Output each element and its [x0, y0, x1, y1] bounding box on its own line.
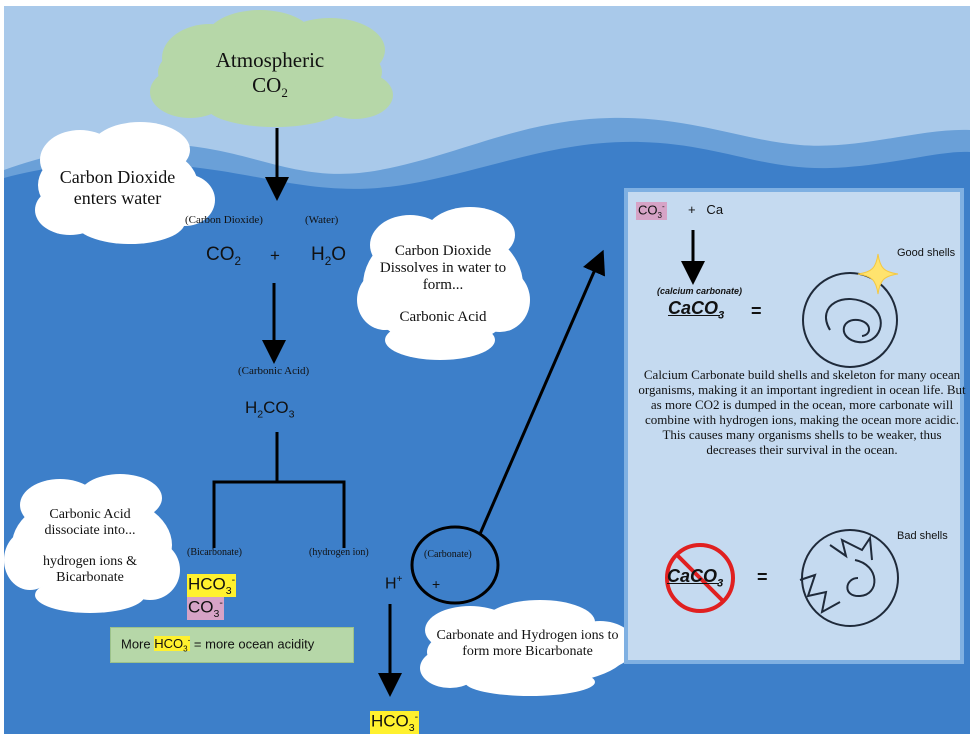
cloud-ions-text: hydrogen ions & Bicarbonate — [42, 554, 138, 585]
cloud-carbonate-text: Carbonate and Hydrogen ions to form more… — [436, 628, 619, 659]
split-right — [277, 480, 346, 548]
bad-shell-icon — [799, 529, 899, 627]
panel-caco3-bad: CaCO3 — [667, 566, 724, 590]
cloud-dissolves: Carbon Dioxide Dissolves in water to for… — [378, 243, 508, 326]
sparkle-icon — [857, 253, 899, 295]
formula-co2: CO2 — [206, 244, 242, 268]
panel-equals-good: = — [751, 301, 762, 321]
bad-shells-label: Bad shells — [897, 530, 948, 542]
plus-sign-carbonate: + — [432, 576, 441, 592]
formula-h-ion: H+ — [385, 574, 403, 593]
good-shell-icon — [802, 272, 898, 368]
atmosphere-cloud: Atmospheric CO2 — [180, 48, 360, 105]
label-carbon-dioxide: (Carbon Dioxide) — [185, 214, 263, 226]
formula-hco3: HCO3- — [187, 574, 237, 598]
cloud-dissociate: Carbonic Acid dissociate into... hydroge… — [25, 507, 155, 586]
panel-equals-bad: = — [757, 567, 768, 587]
cloud-dissociate-text: Carbonic Acid dissociate into... — [44, 507, 136, 538]
acidity-note: More HCO3- = more ocean acidity — [121, 636, 315, 654]
plus-sign: + — [270, 246, 280, 265]
cloud-enters-water: Carbon Dioxide enters water — [55, 167, 180, 209]
panel-plus-ca: + Ca — [688, 202, 724, 217]
formula-hco3-bottom: HCO3- — [370, 711, 420, 735]
panel-paragraph: Calcium Carbonate build shells and skele… — [638, 367, 966, 457]
label-hydrogen-ion: (hydrogen ion) — [309, 547, 369, 558]
panel-formula-co3: CO3- — [636, 202, 667, 220]
formula-co3: CO3- — [187, 597, 224, 621]
cloud-carbonic-text: Carbonic Acid — [399, 309, 487, 325]
carbonate-circle — [410, 525, 500, 605]
atmosphere-title: Atmospheric — [215, 48, 325, 72]
cloud-carbonate: Carbonate and Hydrogen ions to form more… — [430, 628, 625, 660]
cloud-dissolves-text: Carbon Dioxide Dissolves in water to for… — [379, 243, 507, 293]
shell-panel — [624, 188, 964, 664]
acidity-note-box: More HCO3- = more ocean acidity — [110, 627, 354, 663]
cloud-enters-text: Carbon Dioxide enters water — [59, 167, 176, 208]
label-carbonic-acid: (Carbonic Acid) — [238, 365, 310, 377]
formula-h2o: H2O — [311, 244, 347, 268]
panel-caco3-good: CaCO3 — [668, 298, 725, 322]
no-sign-icon — [665, 543, 735, 613]
arrow-to-panel — [478, 249, 606, 535]
formula-h2co3: H2CO3 — [245, 398, 295, 421]
panel-calcium-label: (calcium carbonate) — [657, 286, 743, 296]
label-bicarbonate: (Bicarbonate) — [187, 547, 242, 558]
atmosphere-formula: CO2 — [252, 73, 288, 101]
label-carbonate: (Carbonate) — [424, 549, 472, 560]
label-water: (Water) — [305, 214, 339, 226]
good-shells-label: Good shells — [897, 247, 956, 259]
split-left — [212, 432, 279, 548]
